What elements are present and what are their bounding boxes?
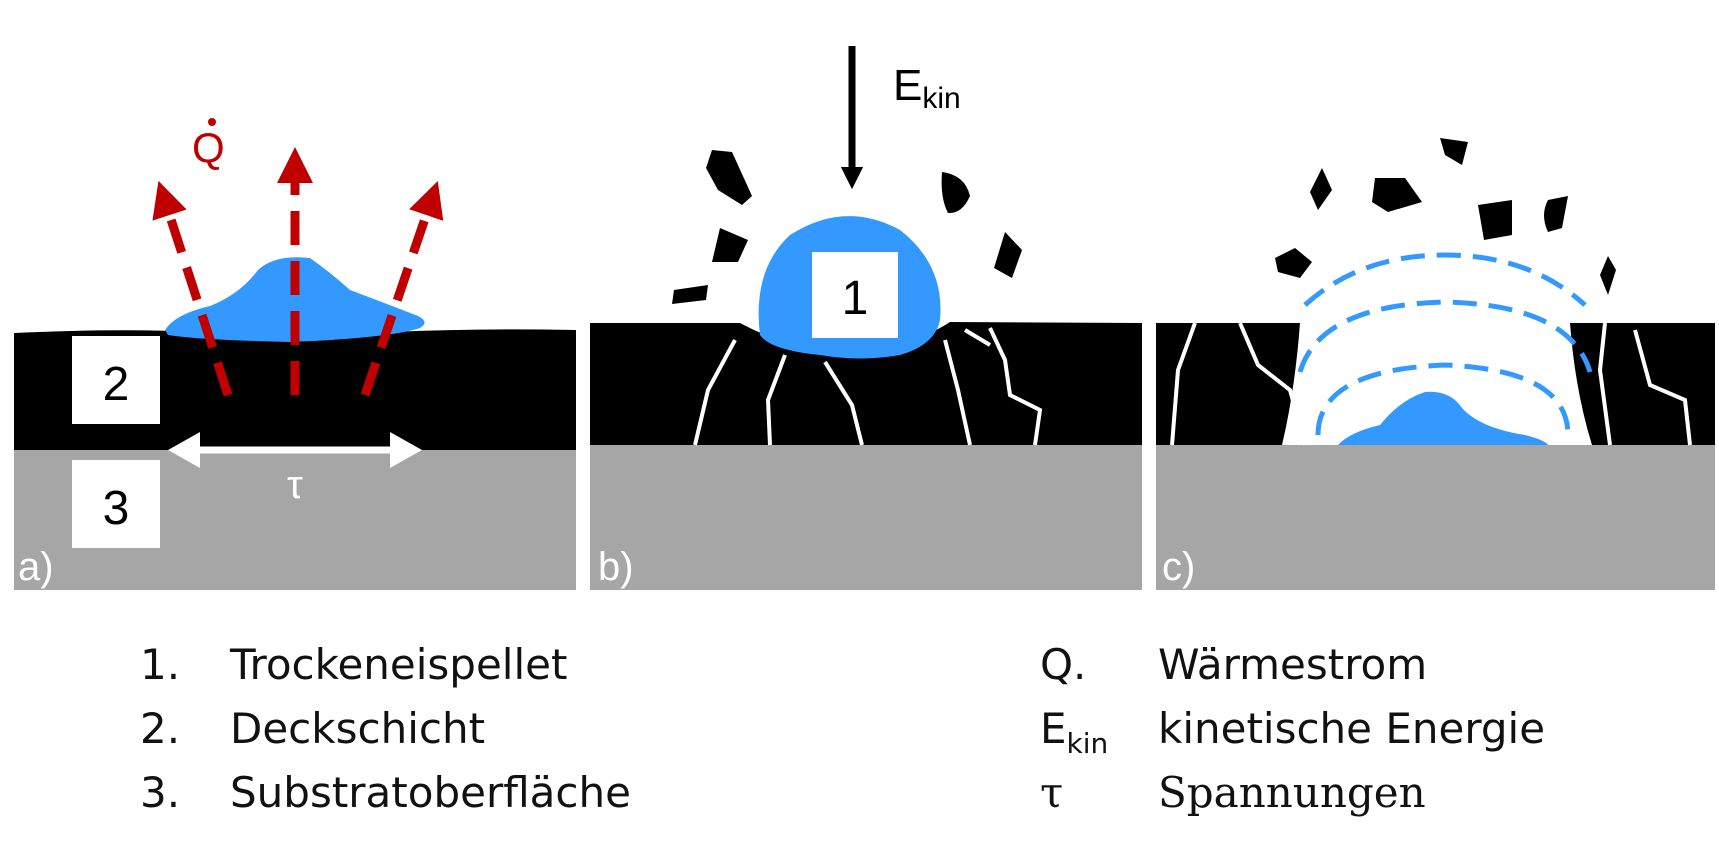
label-box-2 [72, 336, 160, 424]
legend-text: Wärmestrom [1158, 640, 1428, 689]
heat-dot [208, 118, 216, 126]
legend-text: Substratoberfläche [230, 768, 631, 817]
stress-arrow-right-head [390, 432, 422, 468]
legend-symbol-sub: kin [1066, 727, 1109, 760]
stress-arrow-left-head [168, 432, 200, 468]
legend-symbol: Q. [1040, 640, 1087, 689]
legend-text: kinetische Energie [1158, 704, 1546, 753]
cracks-b [693, 327, 1043, 446]
heat-flow-label: Q [192, 124, 225, 171]
legend-symbol: τ [1040, 768, 1064, 817]
label-box-3 [72, 460, 160, 548]
label-box-1 [812, 252, 898, 338]
substrate-c [1156, 445, 1715, 590]
fragments-b [672, 150, 1022, 304]
cracks-c [1170, 322, 1692, 446]
kinetic-label-sub: kin [922, 82, 960, 115]
legend-num: 3. [140, 768, 181, 817]
pellet-melted-a [165, 257, 425, 342]
kinetic-label-main: E [893, 61, 922, 110]
legend-text: Spannungen [1158, 768, 1426, 817]
legend-num: 2. [140, 704, 181, 753]
heat-arrow-left [152, 180, 233, 397]
label-box-3-text: 3 [103, 482, 130, 535]
fragments-c [1275, 138, 1616, 295]
cleaning-mechanism-diagram: Q τ 2 3 a) 1 Ekin [14, 46, 1715, 590]
label-box-1-text: 1 [842, 272, 869, 325]
panel-label-c: c) [1162, 545, 1195, 589]
legend-text: Trockeneispellet [230, 640, 568, 689]
panel-label-a: a) [18, 545, 54, 589]
legend-symbol: Ekin [1040, 704, 1108, 760]
substrate-b [590, 445, 1142, 590]
label-box-2-text: 2 [103, 358, 130, 411]
kinetic-label: Ekin [893, 61, 961, 115]
legend-text: Deckschicht [230, 704, 486, 753]
pressure-waves [1297, 252, 1593, 436]
legend-symbol-main: E [1040, 704, 1067, 753]
heat-arrow-right [360, 180, 444, 397]
coating-layer-c-right [1570, 323, 1715, 445]
panel-c: c) [1156, 138, 1715, 590]
panel-label-b: b) [598, 545, 634, 589]
pellet-remains-c [1338, 391, 1548, 445]
panel-a: Q τ 2 3 a) [14, 118, 576, 590]
coating-layer-c [1156, 323, 1300, 445]
stress-label: τ [287, 463, 303, 507]
legend-num: 1. [140, 640, 181, 689]
panel-b: 1 Ekin b) [590, 46, 1142, 590]
